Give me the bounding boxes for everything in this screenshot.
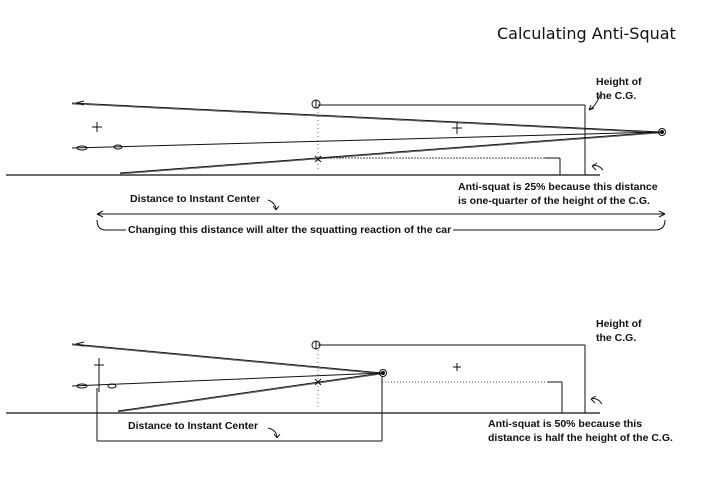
- top-cg-label-1: Height of: [596, 76, 642, 88]
- bottom-upper-link: [71, 343, 383, 374]
- bottom-lower-link: [71, 372, 383, 387]
- page-title: Calculating Anti-Squat: [497, 24, 676, 43]
- bottom-cg-label-2: the C.G.: [596, 332, 637, 344]
- top-cg-arrow: [588, 94, 601, 111]
- bottom-instant-center: [379, 369, 387, 377]
- top-change-bracket: [96, 219, 666, 231]
- top-result-line-2: is one-quarter of the height of the C.G.: [458, 195, 650, 207]
- top-anti-squat-line: [119, 131, 661, 174]
- bottom-result-line-2: distance is half the height of the C.G.: [488, 432, 673, 444]
- top-changing-note: Changing this distance will alter the sq…: [126, 224, 454, 237]
- bottom-distance-label: Distance to Instant Center: [128, 420, 259, 432]
- top-lower-link: [71, 131, 661, 149]
- top-distance-label: Distance to Instant Center: [130, 193, 261, 205]
- top-result-line-1: Anti-squat is 25% because this distance: [458, 181, 658, 193]
- top-instant-center: [658, 128, 666, 136]
- top-bracket-arrow: [591, 162, 604, 171]
- bottom-bracket-arrow: [590, 395, 603, 405]
- bottom-result-line-1: Anti-squat is 50% because this: [488, 418, 643, 430]
- bottom-cg-label-1: Height of: [596, 318, 642, 330]
- top-cg-label-2: the C.G.: [596, 90, 637, 102]
- bottom-anti-squat-line: [117, 372, 383, 412]
- top-upper-link: [71, 102, 661, 133]
